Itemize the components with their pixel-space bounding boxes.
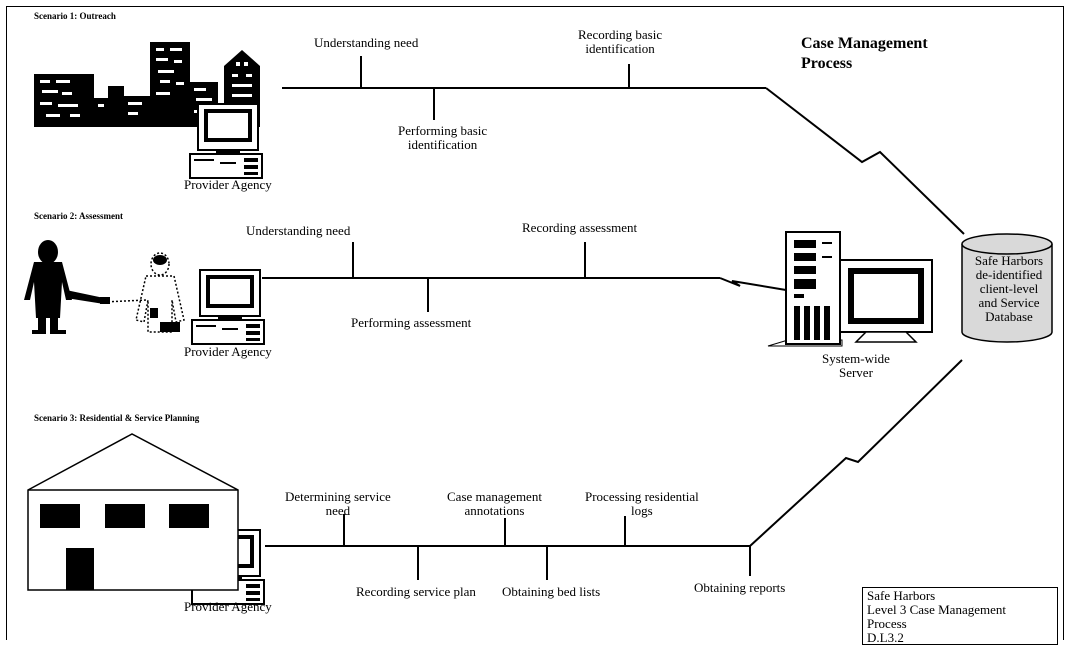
- server-icon: [767, 231, 933, 347]
- legend-line-2: Level 3 Case Management: [867, 602, 1006, 617]
- s2-understanding-need-label: Understanding need: [246, 223, 351, 238]
- title-line-1: Case Management: [801, 35, 928, 52]
- s3-bed-lists-label: Obtaining bed lists: [502, 584, 601, 599]
- scenario-3-heading: Scenario 3: Residential & Service Planni…: [34, 413, 200, 423]
- diagram-title: Case Management Process: [801, 34, 928, 74]
- database-icon: [961, 233, 1053, 343]
- scenario-2-heading: Scenario 2: Assessment: [34, 211, 123, 221]
- legend-line-1: Safe Harbors: [867, 588, 936, 603]
- database-label: Safe Harbors de-identified client-level …: [974, 253, 1044, 324]
- handshake-people-icon: [24, 240, 185, 334]
- legend-box: Safe Harbors Level 3 Case Management Pro…: [862, 587, 1058, 645]
- s3-reports-label: Obtaining reports: [694, 580, 786, 595]
- diagram-frame: [6, 6, 1064, 640]
- computer-icon-s1: [189, 103, 263, 179]
- legend-line-3: Process: [867, 616, 907, 631]
- connection-lines: [262, 56, 965, 580]
- computer-icon-s2: [191, 269, 265, 345]
- house-icon: [27, 433, 239, 591]
- legend-line-4: D.L3.2: [867, 630, 904, 645]
- s2-recording-assessment-label: Recording assessment: [522, 220, 638, 235]
- provider-agency-label-s2: Provider Agency: [184, 344, 272, 359]
- title-line-2: Process: [801, 55, 853, 72]
- s3-recording-plan-label: Recording service plan: [356, 584, 476, 599]
- s1-understanding-need-label: Understanding need: [314, 35, 419, 50]
- scenario-1-heading: Scenario 1: Outreach: [34, 11, 116, 21]
- s2-performing-assessment-label: Performing assessment: [351, 315, 472, 330]
- provider-agency-label-s1: Provider Agency: [184, 177, 272, 192]
- provider-agency-label-s3: Provider Agency: [184, 599, 272, 614]
